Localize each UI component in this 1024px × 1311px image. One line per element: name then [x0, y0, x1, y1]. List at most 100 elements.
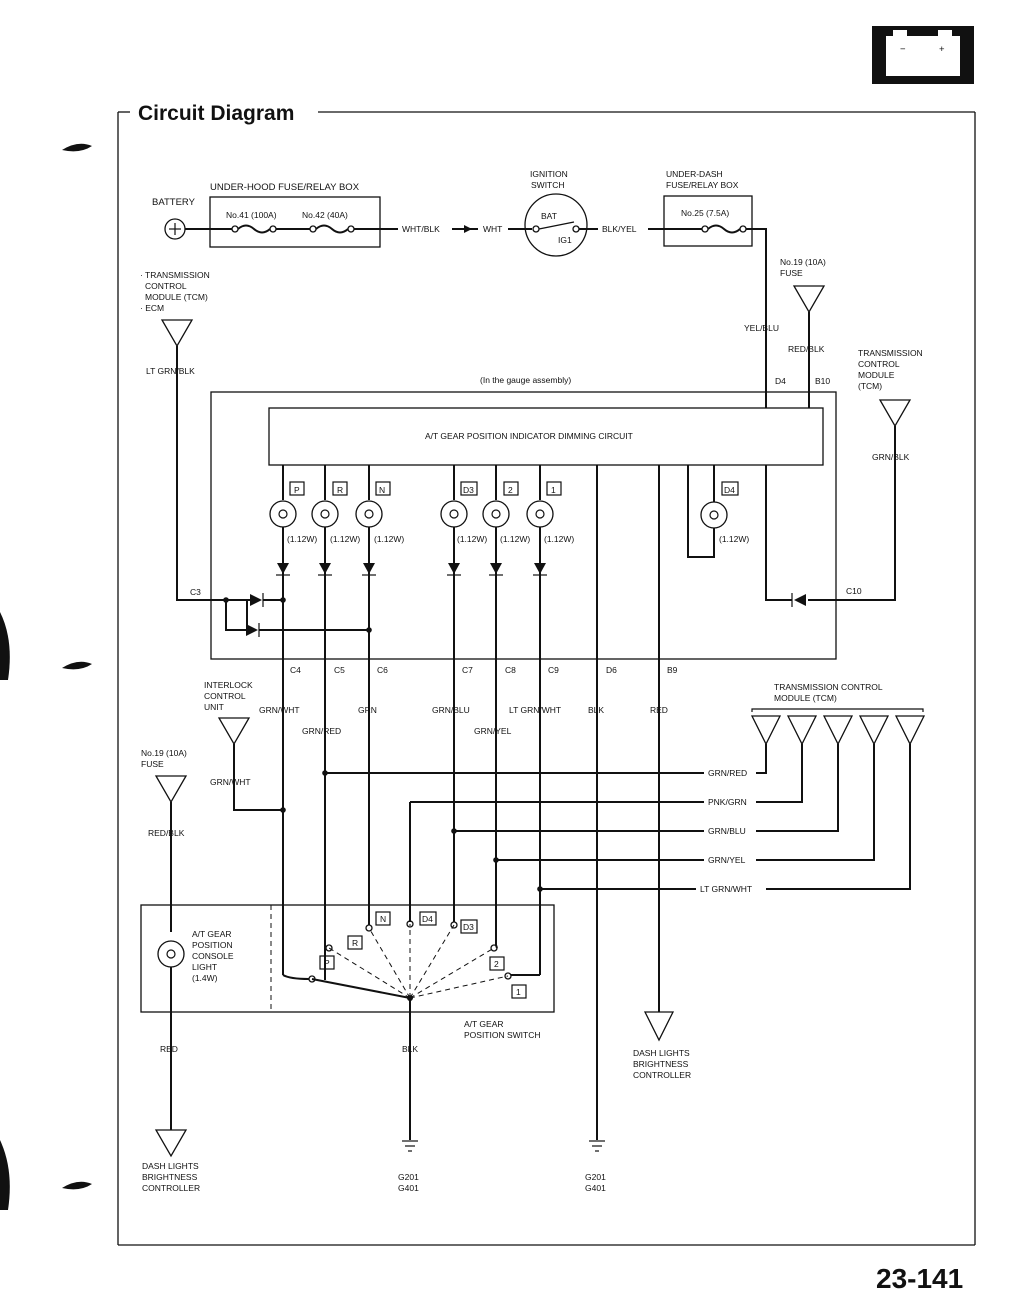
svg-text:(1.12W): (1.12W)	[544, 534, 574, 544]
bat-terminal-label: BAT	[541, 211, 557, 221]
gauge-assembly-label: (In the gauge assembly)	[480, 375, 571, 385]
bus-grn-blu: GRN/BLU	[708, 826, 746, 836]
battery-plus-icon: +	[939, 44, 945, 55]
pin-c5: C5	[334, 665, 345, 675]
tcm-top-label-3: MODULE	[858, 370, 895, 380]
wire-blk-bottom: BLK	[402, 1044, 418, 1054]
wire-red-mid: RED	[650, 705, 668, 715]
dash-right-label-3: CONTROLLER	[633, 1070, 691, 1080]
wire-grn-yel-mid: GRN/YEL	[474, 726, 512, 736]
tcm-top-connector	[878, 399, 912, 428]
fuse19-left-label-1: No.19 (10A)	[141, 748, 187, 758]
tcm-ecm-connector	[160, 319, 194, 348]
interlock-label-2: CONTROL	[204, 691, 246, 701]
console-light	[157, 940, 185, 968]
dash-right-label-1: DASH LIGHTS	[633, 1048, 690, 1058]
diagram-frame	[117, 111, 976, 1246]
pin-c4: C4	[290, 665, 301, 675]
ig1-terminal-label: IG1	[558, 235, 572, 245]
wire-blk-mid: BLK	[588, 705, 604, 715]
svg-text:(1.12W): (1.12W)	[500, 534, 530, 544]
console-label-2: POSITION	[192, 940, 233, 950]
underhood-box-label: UNDER-HOOD FUSE/RELAY BOX	[210, 182, 360, 193]
underhood-fuse-box	[209, 196, 381, 248]
battery-terminal	[164, 218, 186, 240]
pin-c8: C8	[505, 665, 516, 675]
wire-red-bottom: RED	[160, 1044, 178, 1054]
dimming-circuit-label: A/T GEAR POSITION INDICATOR DIMMING CIRC…	[425, 431, 633, 441]
indicator-d3: D3 (1.12W)	[440, 465, 487, 576]
bus-lt-grn-wht: LT GRN/WHT	[700, 884, 752, 894]
tcm-ecm-label-1: · TRANSMISSION	[140, 270, 210, 280]
wire-grn-red-mid: GRN/RED	[302, 726, 341, 736]
svg-text:2: 2	[508, 485, 513, 495]
fuse19-top-label-1: No.19 (10A)	[780, 257, 826, 267]
tcm-top-label-2: CONTROL	[858, 359, 900, 369]
pin-b9: B9	[667, 665, 678, 675]
dash-right-connector	[643, 1011, 675, 1042]
svg-text:P: P	[324, 958, 330, 968]
wire-red-blk-top: RED/BLK	[788, 344, 825, 354]
dash-left-label-3: CONTROLLER	[142, 1183, 200, 1193]
svg-text:(1.12W): (1.12W)	[287, 534, 317, 544]
wire-lt-grn-wht: LT GRN/WHT	[509, 705, 561, 715]
bus-grn-red: GRN/RED	[708, 768, 747, 778]
svg-text:N: N	[379, 485, 385, 495]
fuse19-left-connector	[154, 775, 188, 804]
indicator-1: 1 (1.12W)	[526, 465, 574, 576]
ground-b-label-1: G201	[585, 1172, 606, 1182]
svg-text:R: R	[352, 938, 358, 948]
pin-d4: D4	[775, 376, 786, 386]
svg-text:D4: D4	[724, 485, 735, 495]
ground-icon	[402, 1140, 418, 1152]
underdash-label-2: FUSE/RELAY BOX	[666, 180, 739, 190]
svg-text:P: P	[294, 485, 300, 495]
tcm-right-connectors	[750, 715, 926, 746]
wire-lt-grn-blk: LT GRN/BLK	[146, 366, 195, 376]
console-label-1: A/T GEAR	[192, 929, 232, 939]
pin-b10: B10	[815, 376, 830, 386]
indicator-d4: D4 (1.12W)	[687, 465, 749, 558]
fuse25-label: No.25 (7.5A)	[681, 208, 729, 218]
wire-grn: GRN	[358, 705, 377, 715]
svg-text:(1.12W): (1.12W)	[719, 534, 749, 544]
battery-label: BATTERY	[152, 197, 196, 208]
ground-icon	[589, 1140, 605, 1152]
wire-yel-blu: YEL/BLU	[744, 323, 779, 333]
gear-position-switch: N D4 R D3 P 2 1	[282, 911, 540, 1001]
svg-text:(1.12W): (1.12W)	[374, 534, 404, 544]
tcm-top-label-4: (TCM)	[858, 381, 882, 391]
at-switch-label-1: A/T GEAR	[464, 1019, 504, 1029]
fuse19-top-connector	[792, 285, 826, 314]
ground-b-label-2: G401	[585, 1183, 606, 1193]
tcm-right-label-1: TRANSMISSION CONTROL	[774, 682, 883, 692]
wire-red-blk-left: RED/BLK	[148, 828, 185, 838]
underdash-fuse-box	[663, 195, 753, 247]
fuse42-label: No.42 (40A)	[302, 210, 348, 220]
console-label-4: LIGHT	[192, 962, 217, 972]
console-label-3: CONSOLE	[192, 951, 234, 961]
pin-c7: C7	[462, 665, 473, 675]
svg-text:(1.12W): (1.12W)	[457, 534, 487, 544]
wire-blk-yel: BLK/YEL	[602, 224, 637, 234]
indicator-p: P (1.12W)	[269, 465, 317, 600]
pin-c9: C9	[548, 665, 559, 675]
svg-text:D3: D3	[463, 485, 474, 495]
svg-text:2: 2	[494, 959, 499, 969]
wire-grn-blu: GRN/BLU	[432, 705, 470, 715]
ignition-switch-label-2: SWITCH	[531, 180, 565, 190]
svg-text:D3: D3	[463, 922, 474, 932]
ignition-switch	[524, 193, 588, 257]
dash-right-label-2: BRIGHTNESS	[633, 1059, 689, 1069]
wire-wht-blk: WHT/BLK	[402, 224, 440, 234]
dash-left-connector	[154, 1129, 188, 1158]
tcm-ecm-label-3: MODULE (TCM)	[145, 292, 208, 302]
dimming-circuit-box	[268, 407, 824, 466]
pin-c10: C10	[846, 586, 862, 596]
svg-text:1: 1	[516, 987, 521, 997]
battery-symbol-icon: − +	[872, 26, 974, 84]
pin-c6: C6	[377, 665, 388, 675]
svg-text:R: R	[337, 485, 343, 495]
gauge-assembly-box	[210, 391, 837, 660]
tcm-ecm-label-2: CONTROL	[145, 281, 187, 291]
